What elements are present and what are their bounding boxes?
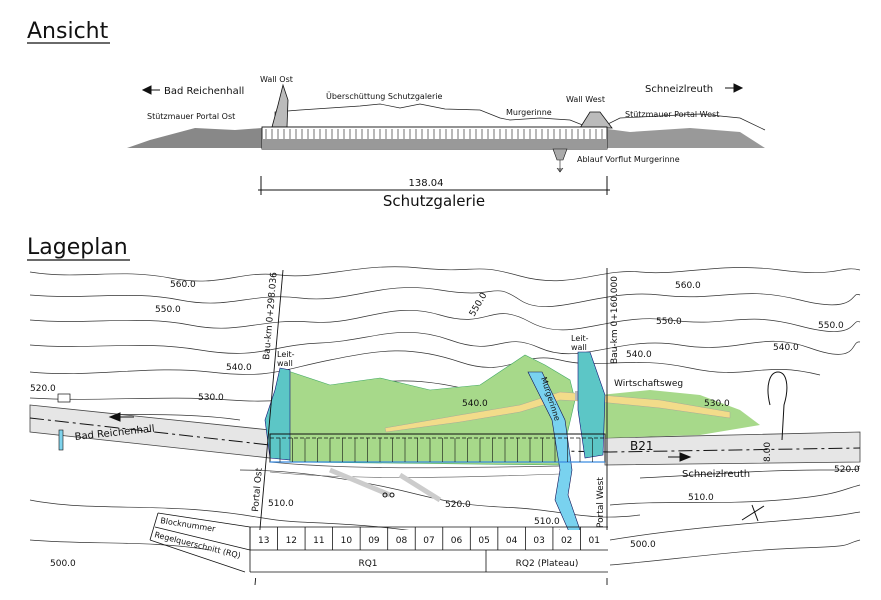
leitwall-west-line1: Leit- [571, 334, 589, 343]
rq2-label: RQ2 (Plateau) [516, 559, 579, 569]
contour-label: 540.0 [226, 363, 252, 373]
block-number: 03 [533, 536, 544, 546]
direction-left: Bad Reichenhall [164, 86, 244, 97]
overfill-area [284, 354, 576, 466]
station-west: Bau-km 0+160.000 [610, 276, 620, 364]
contour-label: 530.0 [198, 393, 224, 403]
rq1-label: RQ1 [358, 559, 377, 569]
portal-ost: Portal Ost [251, 467, 265, 512]
block-number: 04 [506, 536, 518, 546]
block-number: 09 [368, 536, 380, 546]
contour-label: 520.0 [834, 465, 860, 475]
block-number: 08 [396, 536, 408, 546]
wall-west-shape [579, 111, 613, 129]
contour-label: 540.0 [626, 350, 652, 360]
block-number: 06 [451, 536, 463, 546]
contour-label: 540.0 [462, 399, 488, 409]
contour-label: 510.0 [268, 499, 294, 509]
contour-label: 510.0 [688, 493, 714, 503]
elevation-view: Ansicht Bad Reichenhall Schneizlreuth Wa… [27, 19, 766, 210]
contour-labels: 560.0 550.0 540.0 530.0 520.0 500.0 550.… [30, 280, 860, 569]
wirtschaftsweg-label: Wirtschaftsweg [614, 379, 683, 389]
gallery-plan [269, 433, 606, 463]
wirtschaftsweg-path [384, 391, 731, 433]
sign-icon [57, 393, 71, 403]
contour-label: 560.0 [170, 280, 196, 290]
portal-west: Portal West [596, 477, 606, 528]
block-number: 12 [286, 536, 297, 546]
direction-right: Schneizlreuth [645, 84, 713, 95]
plan-view: Lageplan Bad [27, 235, 861, 586]
label-stuetzmauer-ost: Stützmauer Portal Ost [147, 112, 235, 121]
contour-label: 550.0 [818, 321, 844, 331]
leitwall-west [577, 351, 606, 459]
label-stuetzmauer-west: Stützmauer Portal West [625, 110, 719, 119]
plan-direction-right: Schneizlreuth [682, 469, 750, 480]
block-number: 13 [258, 536, 269, 546]
road-label: B21 [630, 439, 654, 453]
north-arrow-icon [741, 504, 765, 522]
arrow-left-icon [108, 412, 134, 422]
leitwall-west-line2: wall [571, 343, 587, 352]
plan-title: Lageplan [27, 235, 128, 260]
block-number: 11 [313, 536, 324, 546]
overfill-profile [274, 103, 591, 129]
contour-label: 550.0 [656, 317, 682, 327]
dimension-label: Schutzgalerie [383, 192, 485, 210]
arrow-left-icon [141, 85, 160, 95]
leitwall-ost [264, 367, 291, 461]
contour-lines [29, 266, 861, 566]
block-number: 07 [423, 536, 434, 546]
block-number: 05 [478, 536, 489, 546]
contour-label: 520.0 [445, 500, 471, 510]
arrow-right-icon [725, 83, 744, 93]
contour-label: 550.0 [468, 291, 490, 319]
row-label-blocknummer: Blocknummer [160, 516, 217, 534]
terrain-west [600, 128, 765, 148]
block-number: 01 [589, 536, 600, 546]
elevation-title: Ansicht [27, 19, 109, 44]
culvert [58, 429, 64, 451]
dimension-value: 138.04 [409, 178, 444, 189]
label-ueberschuettung: Überschüttung Schutzgalerie [326, 91, 442, 101]
contour-label: 510.0 [534, 517, 560, 527]
drain-icon [552, 148, 568, 173]
road-width: 8.00 [763, 442, 773, 462]
arrow-right-icon [668, 452, 692, 462]
block-number: 02 [561, 536, 572, 546]
contour-label: 520.0 [30, 384, 56, 394]
contour-label: 560.0 [675, 281, 701, 291]
contour-label: 550.0 [155, 305, 181, 315]
wall-ost-shape [271, 83, 289, 128]
serpentine-icon [767, 371, 788, 441]
label-wall-ost: Wall Ost [260, 75, 293, 84]
block-number: 10 [341, 536, 353, 546]
terrain-ost [127, 128, 262, 148]
retaining-wall-profile [599, 113, 766, 131]
contour-label: 540.0 [773, 343, 799, 353]
contour-label: 530.0 [704, 399, 730, 409]
label-ablauf: Ablauf Vorflut Murgerinne [577, 155, 680, 164]
label-murgerinne: Murgerinne [506, 108, 552, 117]
gallery-structure [261, 126, 608, 150]
contour-label: 500.0 [50, 559, 76, 569]
leitwall-ost-line2: wall [277, 359, 293, 368]
contour-label: 500.0 [630, 540, 656, 550]
station-ost: Bau-km 0+298.036 [262, 271, 280, 360]
label-wall-west: Wall West [566, 95, 605, 104]
leitwall-ost-line1: Leit- [277, 350, 295, 359]
dimension-line: 138.04 Schutzgalerie [258, 176, 610, 210]
